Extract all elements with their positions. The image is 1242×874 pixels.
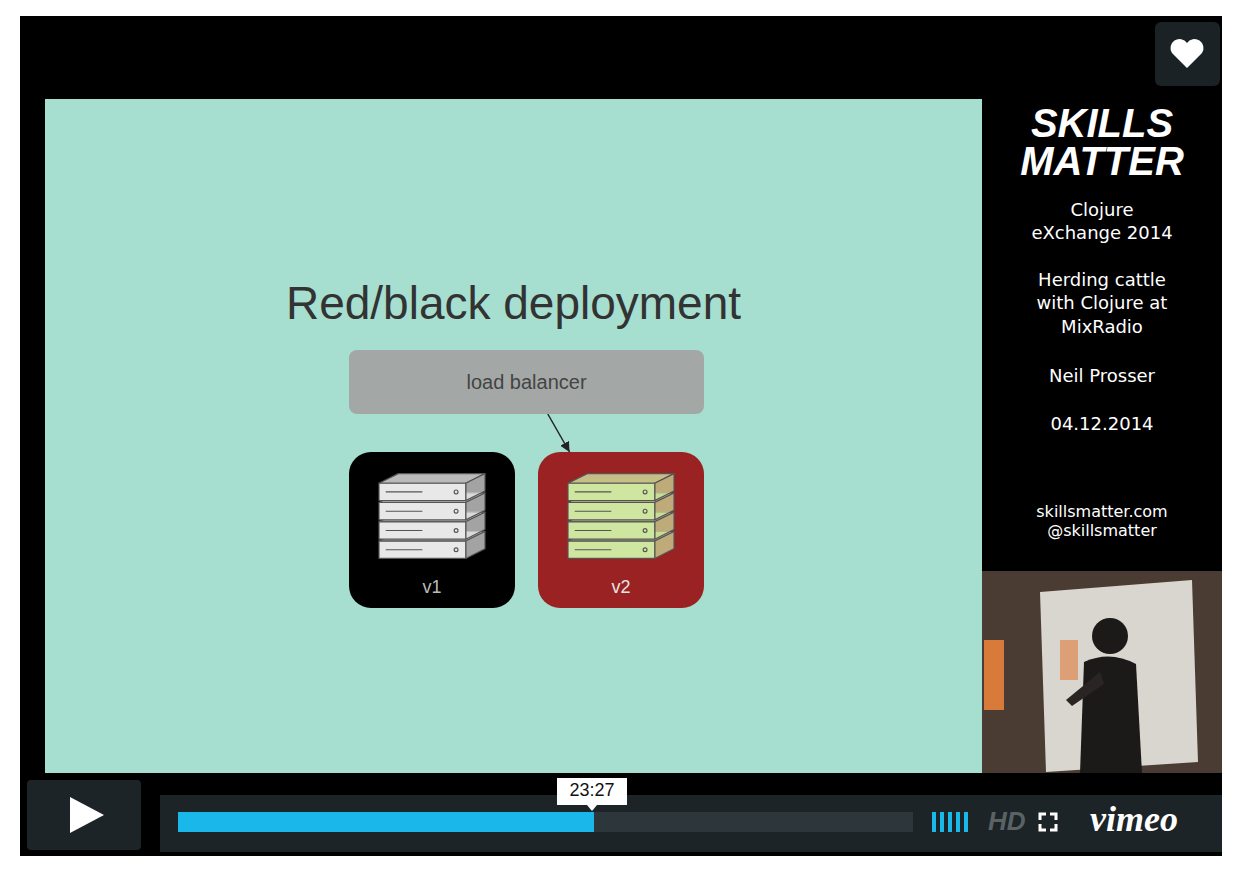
server-stack-icon	[563, 464, 679, 570]
server-group-box: v2	[538, 452, 704, 608]
heart-button	[1155, 22, 1220, 86]
talk-date: 04.12.2014	[990, 412, 1214, 435]
fullscreen-icon	[1040, 814, 1056, 830]
server-group-box: v1	[349, 452, 515, 608]
event-name: Clojure eXchange 2014	[1027, 198, 1177, 245]
website-text: skillsmatter.com	[990, 502, 1214, 521]
vimeo-logo: vimeo	[1090, 798, 1210, 841]
server-stack-icon	[374, 464, 490, 570]
play-button	[27, 780, 141, 850]
player-frame	[20, 16, 1222, 856]
handle-text: @skillsmatter	[990, 521, 1214, 540]
control-bar	[20, 773, 1222, 856]
speaker-photo	[982, 571, 1222, 773]
connector-arrow	[548, 414, 570, 452]
progress-track	[160, 795, 1222, 852]
sidebar-panel	[982, 99, 1222, 571]
logo-text: SKILLS MATTER	[985, 104, 1219, 180]
speaker-name: Neil Prosser	[990, 364, 1214, 387]
slide-ground	[45, 99, 982, 773]
progress-bar	[178, 812, 594, 832]
talk-title: Herding cattle with Clojure at MixRadio	[1022, 268, 1182, 338]
version-label: v2	[611, 577, 630, 598]
time-tooltip	[557, 778, 627, 811]
time-tooltip-text: 23:27	[557, 780, 627, 802]
volume-bars	[932, 812, 968, 832]
load-balancer-box: load balancer	[349, 350, 704, 414]
slide-title: Red/black deployment	[45, 276, 982, 330]
hd-badge: HD	[988, 806, 1040, 837]
progress-rail	[178, 812, 913, 832]
box-label: load balancer	[466, 371, 586, 394]
version-label: v1	[422, 577, 441, 598]
